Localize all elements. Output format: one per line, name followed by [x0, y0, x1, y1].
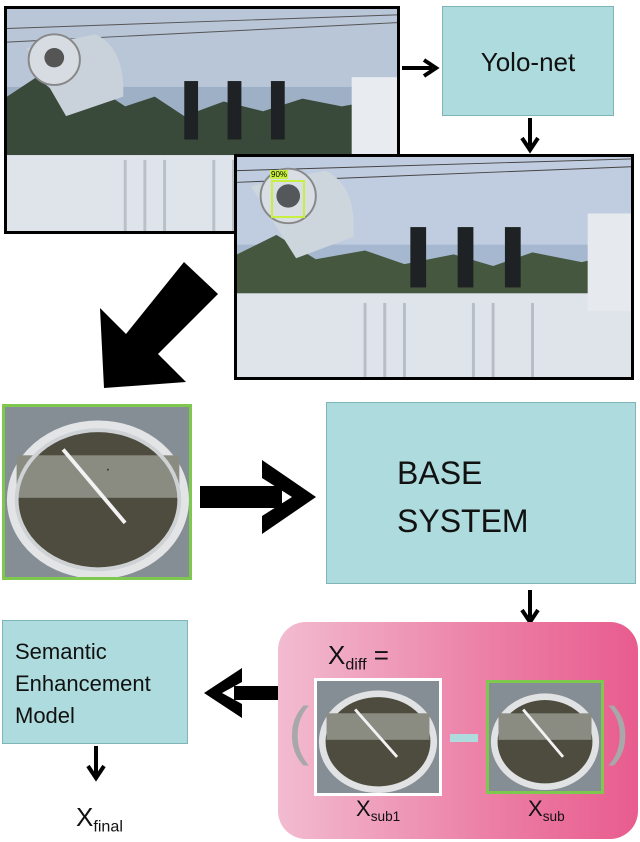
- x-final-label: Xfinal: [76, 802, 123, 837]
- x-diff-label: Xdiff =: [328, 640, 389, 675]
- arrow-diagonal-big: [100, 262, 218, 388]
- base-system-label-line2: SYSTEM: [397, 503, 529, 539]
- base-system-label-line1: BASE: [397, 455, 483, 491]
- x-diff-equals: =: [373, 640, 389, 670]
- semantic-label-line3: Model: [15, 703, 75, 728]
- yolo-net-label: Yolo-net: [480, 47, 576, 77]
- arrow-yolo-down: [520, 118, 540, 154]
- cropped-gauge-image: ·: [2, 404, 192, 580]
- x-diff-subscript: diff: [345, 655, 367, 674]
- semantic-enhancement-model-box: Semantic Enhancement Model: [2, 620, 188, 744]
- semantic-label-line2: Enhancement: [15, 671, 151, 696]
- x-sub1-image: [314, 678, 442, 796]
- arrow-to-base-system: [200, 460, 316, 534]
- yolo-net-box: Yolo-net: [442, 6, 614, 116]
- x-sub-label: Xsub: [528, 796, 565, 824]
- x-sub1-label: Xsub1: [356, 796, 400, 824]
- input-photo: [4, 6, 400, 234]
- open-parenthesis: (: [288, 694, 310, 766]
- arrow-to-semantic-model: [204, 668, 278, 718]
- x-sub1-base: X: [356, 796, 371, 821]
- base-system-box: BASE SYSTEM: [326, 402, 636, 584]
- x-diff-base: X: [328, 640, 346, 670]
- x-sub-subscript: sub: [542, 808, 565, 824]
- semantic-label-line1: Semantic: [15, 639, 107, 664]
- detection-photo: 90%: [234, 154, 634, 380]
- svg-text:·: ·: [106, 463, 110, 479]
- close-parenthesis: ): [608, 694, 630, 766]
- detection-bounding-box: [271, 180, 305, 218]
- minus-sign: [450, 734, 478, 742]
- x-final-base: X: [76, 802, 94, 832]
- x-sub1-subscript: sub1: [370, 808, 401, 824]
- x-sub-base: X: [528, 796, 543, 821]
- arrow-to-yolo: [402, 58, 440, 78]
- x-sub-image: [486, 680, 604, 794]
- arrow-semantic-down: [86, 746, 106, 782]
- detection-confidence-tag: 90%: [270, 170, 289, 179]
- x-final-subscript: final: [93, 817, 123, 836]
